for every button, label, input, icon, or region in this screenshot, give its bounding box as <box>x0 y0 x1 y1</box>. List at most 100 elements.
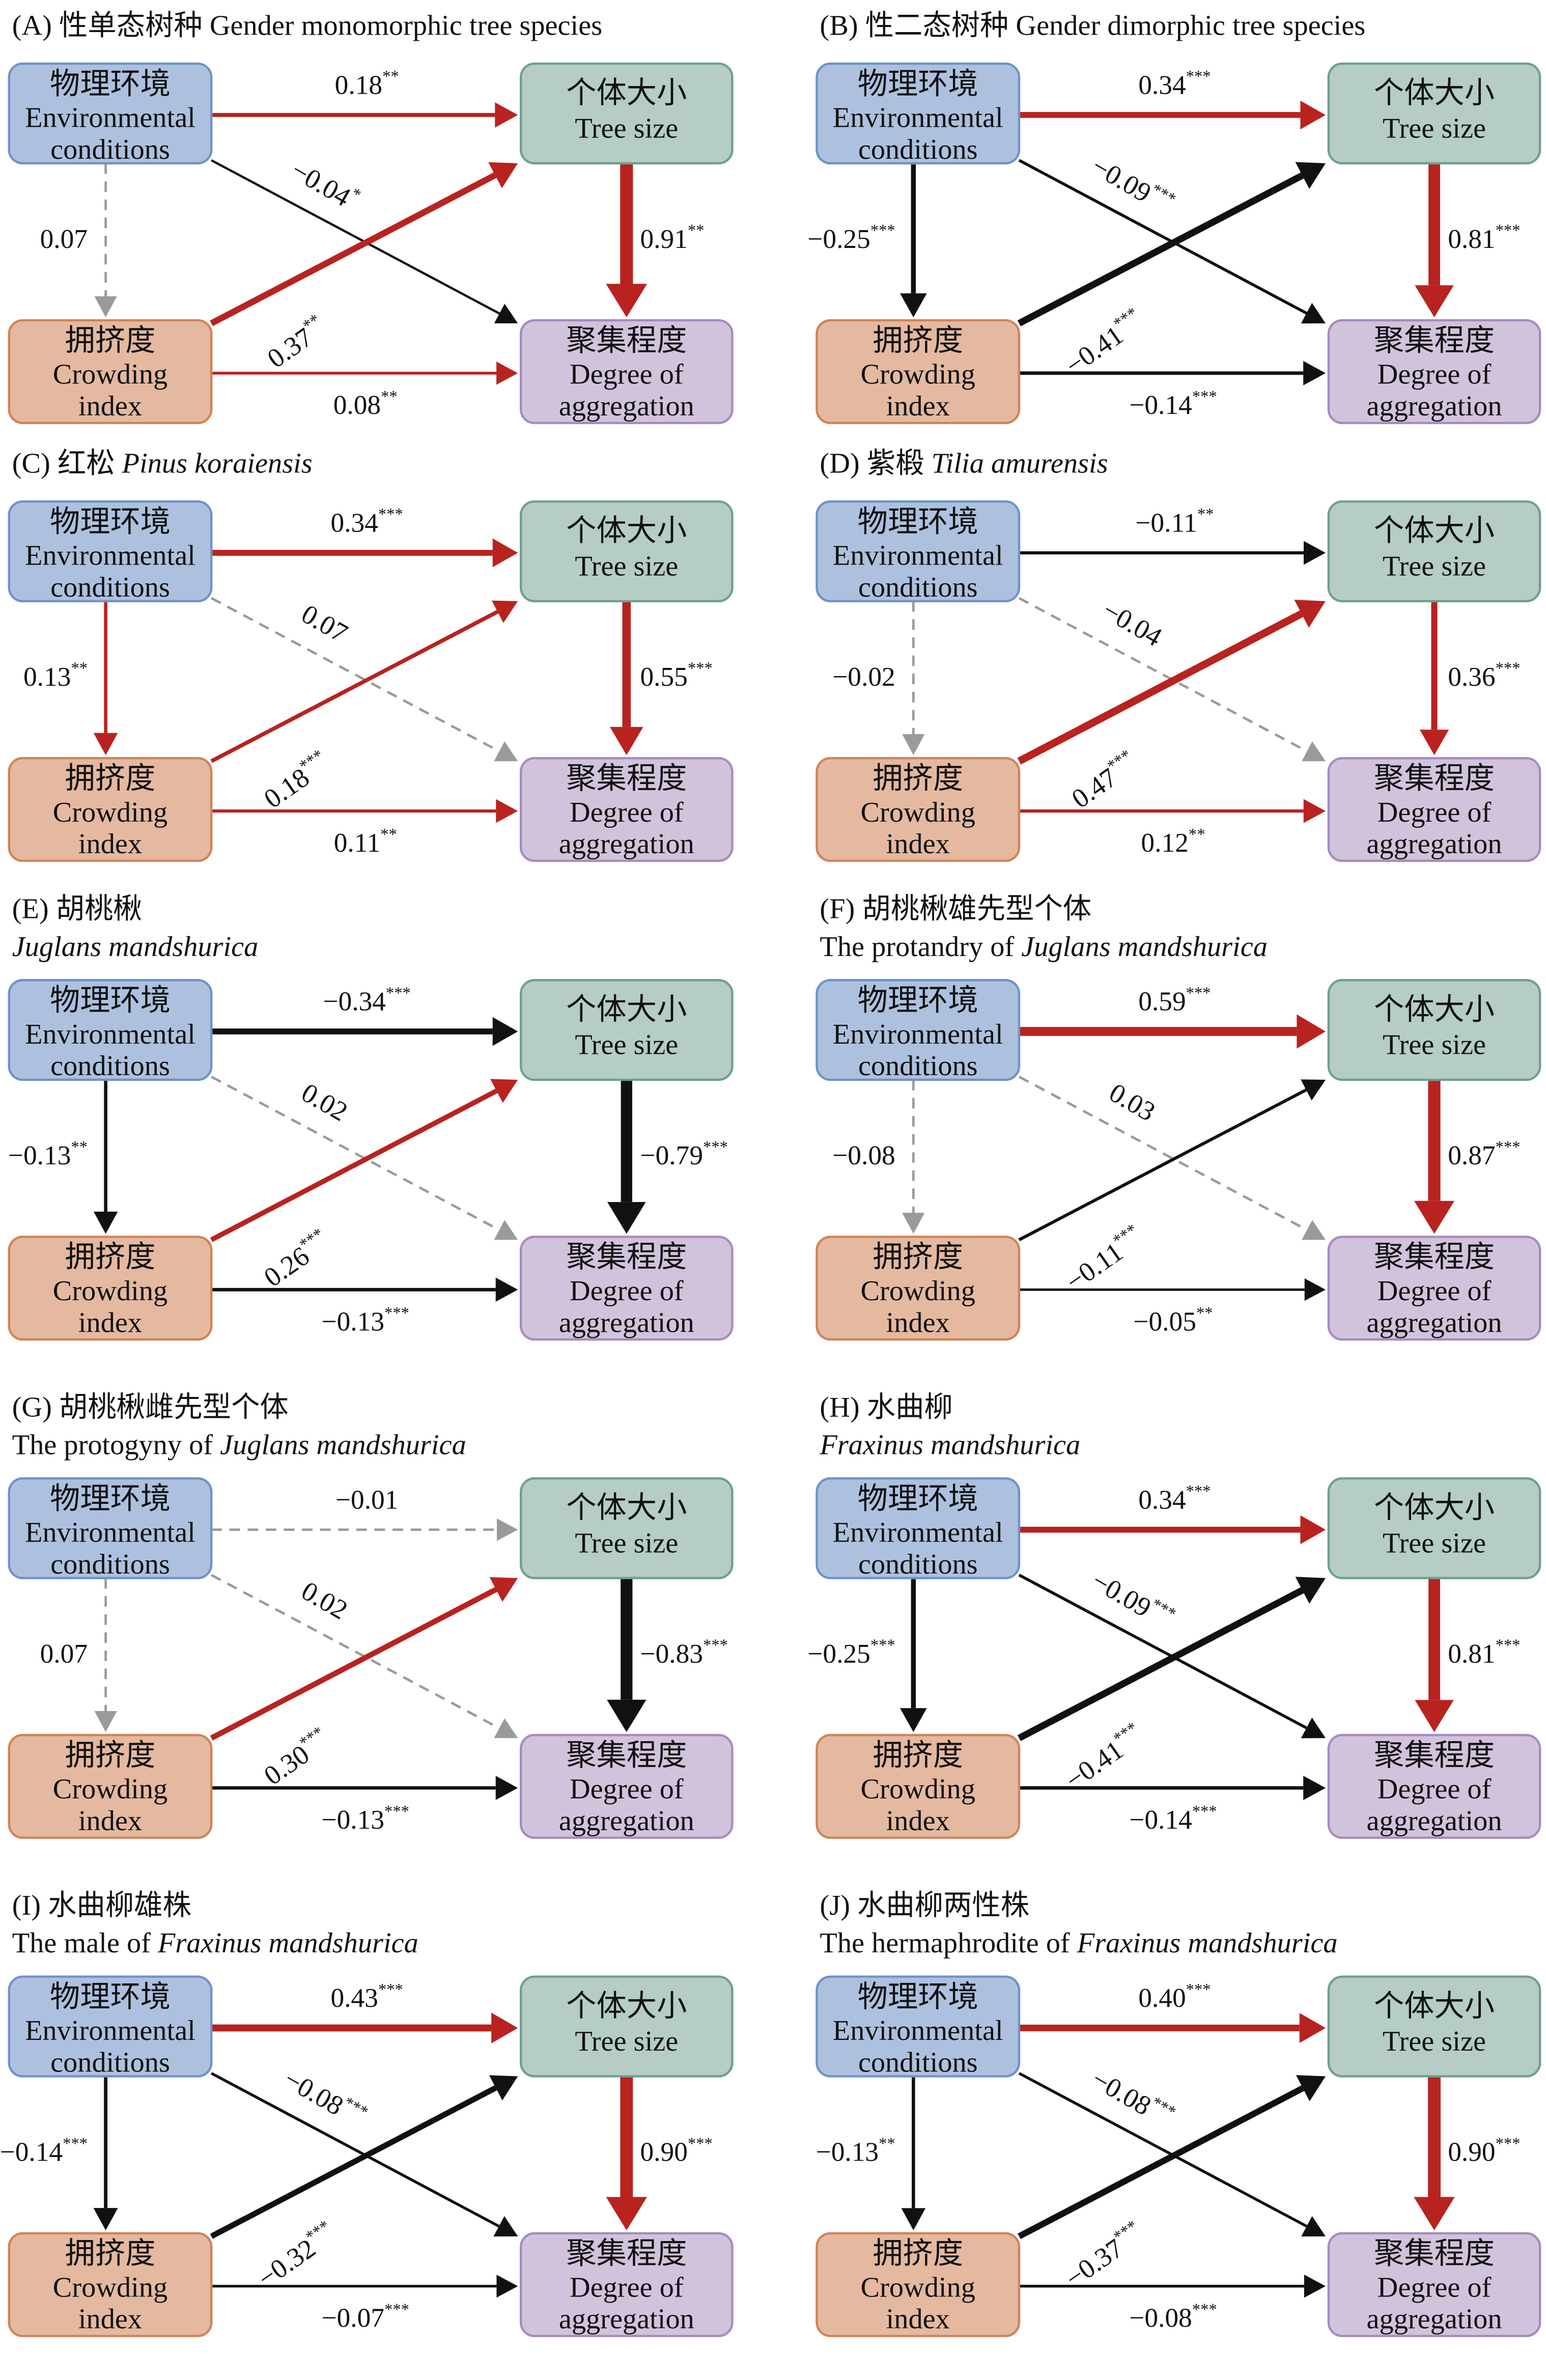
arrow-env-to-crowd <box>93 2076 118 2230</box>
path-coefficient: 0.07 <box>296 598 353 649</box>
path-coefficient: 0.40*** <box>1138 1980 1211 2013</box>
arrow-env-to-crowd <box>902 1079 925 1234</box>
title-segment: (F) 胡桃楸雄先型个体 <box>820 893 1091 925</box>
path-coefficient: 0.81*** <box>1448 221 1520 254</box>
node-label-en: index <box>78 1307 142 1338</box>
arrow-head-icon <box>1294 599 1326 628</box>
path-coefficient: −0.07*** <box>322 2301 409 2333</box>
path-coefficient: 0.03 <box>1104 1077 1161 1127</box>
significance-stars: *** <box>1186 68 1211 86</box>
path-coefficient: −0.41*** <box>1059 1719 1149 1796</box>
coefficient-value: −0.13 <box>322 1804 385 1835</box>
coefficient-value: 0.13 <box>23 661 71 692</box>
node-label-en: Crowding <box>861 1774 975 1805</box>
coefficient-value: 0.34 <box>1138 69 1186 100</box>
node-label-zh: 聚集程度 <box>1374 1738 1495 1772</box>
path-coefficient: −0.13*** <box>322 1802 409 1835</box>
arrow-head-icon <box>1296 2075 1326 2102</box>
arrow-head-icon <box>496 361 518 385</box>
coefficient-value: −0.13 <box>8 1140 71 1170</box>
path-coefficient: 0.34*** <box>331 506 403 538</box>
panel-title: (A) 性单态树种 Gender monomorphic tree specie… <box>12 10 602 42</box>
node-label-zh: 物理环境 <box>858 67 978 100</box>
title-segment: The hermaphrodite of <box>820 1927 1077 1959</box>
significance-stars: *** <box>1186 1482 1211 1501</box>
node-label-en: Crowding <box>861 359 975 390</box>
panel-title: (I) 水曲柳雄株 <box>12 1890 191 1921</box>
node-label-en: aggregation <box>559 1805 694 1837</box>
arrow-head-icon <box>489 1577 518 1602</box>
node-box <box>519 1733 734 1839</box>
path-coefficient: 0.18** <box>335 68 399 100</box>
node-label-en: conditions <box>50 134 170 165</box>
node-label-en: Crowding <box>53 1275 167 1307</box>
arrow-crowd-to-agg <box>1019 799 1326 823</box>
node-box <box>1327 62 1541 164</box>
node-label-en: Environmental <box>833 540 1003 572</box>
panel-title: (F) 胡桃楸雄先型个体 <box>820 893 1091 925</box>
arrow-env-to-size <box>1019 541 1326 565</box>
significance-stars: ** <box>71 659 88 678</box>
significance-stars: *** <box>1496 1138 1521 1156</box>
node-label-en: Environmental <box>833 102 1003 134</box>
arrow-env-to-size <box>211 102 518 128</box>
significance-stars: *** <box>703 1138 728 1156</box>
coefficient-value: −0.04 <box>1098 595 1167 653</box>
node-label-en: conditions <box>858 134 978 165</box>
node-box <box>1327 319 1541 425</box>
path-coefficient: 0.02 <box>296 1575 353 1626</box>
node-label-en: Crowding <box>861 2272 975 2303</box>
node-box <box>816 1477 1021 1579</box>
arrow-crowd-to-size <box>210 1079 518 1242</box>
arrow-line <box>210 1587 497 1741</box>
path-coefficient: 0.18*** <box>257 746 335 814</box>
arrow-head-icon <box>901 2208 926 2230</box>
arrow-size-to-agg <box>610 601 643 755</box>
arrow-env-to-crowd <box>902 601 925 755</box>
arrow-head-icon <box>607 1699 646 1732</box>
arrow-size-to-agg <box>1419 601 1449 755</box>
node-box <box>519 2232 734 2337</box>
node-label-zh: 个体大小 <box>1374 76 1495 109</box>
node-label-en: aggregation <box>1367 1805 1502 1837</box>
node-label-en: aggregation <box>559 1307 694 1338</box>
significance-stars: *** <box>378 506 403 524</box>
arrow-size-to-agg <box>1414 2076 1455 2230</box>
node-label-en: Environmental <box>833 1019 1003 1050</box>
arrow-env-to-agg <box>1018 597 1326 762</box>
arrow-env-to-crowd <box>900 163 927 318</box>
node-box <box>1327 1236 1541 1341</box>
path-coefficient: 0.37** <box>261 311 332 374</box>
arrow-head-icon <box>93 1211 118 1234</box>
coefficient-value: 0.90 <box>640 2137 688 2167</box>
arrow-head-icon <box>900 1708 927 1732</box>
arrow-head-icon <box>1301 2216 1326 2237</box>
arrow-line <box>1018 1574 1307 1729</box>
path-coefficient: −0.79*** <box>640 1138 728 1170</box>
node-label-en: aggregation <box>1367 2304 1502 2335</box>
node-label-en: Environmental <box>833 2015 1003 2047</box>
node-label-zh: 聚集程度 <box>566 324 687 357</box>
arrow-crowd-to-size <box>1017 162 1326 327</box>
node-label-en: Degree of <box>1378 1774 1492 1805</box>
title-segment: (J) 水曲柳两性株 <box>820 1890 1029 1921</box>
arrow-env-to-agg <box>1018 1574 1326 1739</box>
node-box <box>1327 979 1541 1081</box>
node-box <box>519 500 734 603</box>
arrow-line <box>1017 172 1304 327</box>
arrow-line <box>210 610 499 763</box>
node-label-en: index <box>886 2304 950 2335</box>
coefficient-value: −0.02 <box>832 661 895 692</box>
node-label-zh: 个体大小 <box>1374 1491 1495 1524</box>
title-segment: (H) 水曲柳 <box>820 1391 952 1423</box>
panel-title: (H) 水曲柳 <box>820 1391 952 1423</box>
arrow-crowd-to-agg <box>211 1776 518 1800</box>
